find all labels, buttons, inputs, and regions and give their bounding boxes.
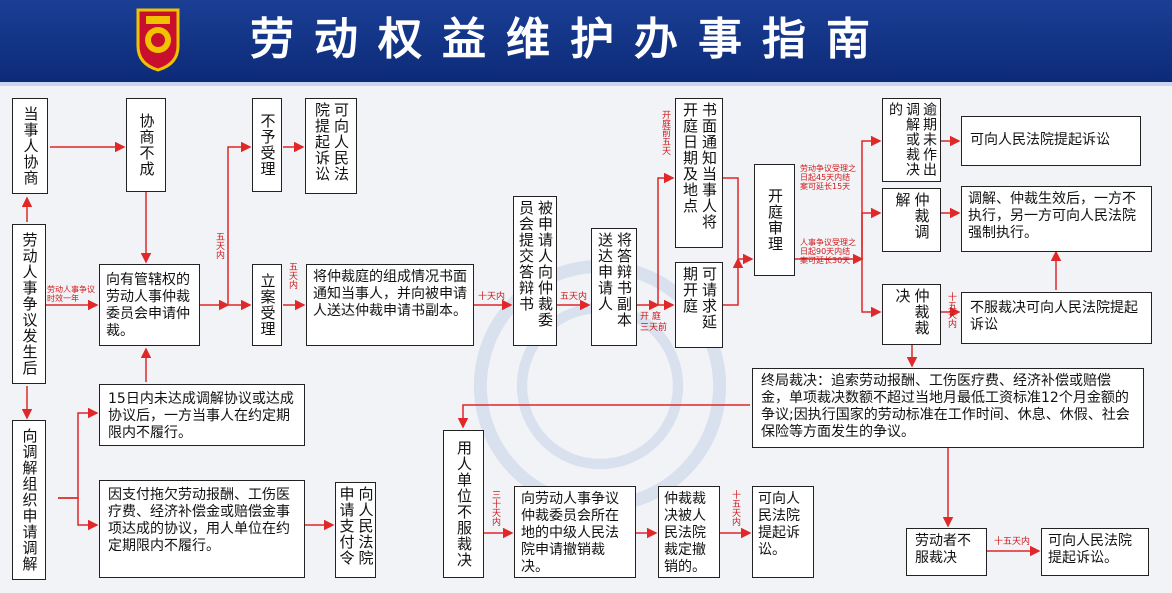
label-labor-45: 劳动争议受理之日起45天内结案可延长15天 — [800, 164, 856, 191]
label-five-days-c: 五天内 — [560, 292, 588, 302]
box-mediation-apply: 向调解组织申请调解 — [12, 420, 46, 580]
box-arbitration-award: 仲裁裁决 — [882, 284, 941, 345]
box-apply-arbitration: 向有管辖权的劳动人事仲裁委员会申请仲裁。 — [99, 264, 200, 346]
box-case-accepted: 立案受理 — [252, 264, 282, 346]
box-award-revoked: 仲裁裁决被人民法院裁定撤销的。 — [658, 486, 720, 578]
label-five-days-a: 五天内 — [214, 232, 224, 259]
box-not-accepted: 不予受理 — [252, 98, 282, 192]
label-three-days-before: 三天前 — [640, 323, 668, 333]
box-employer-disagree: 用人单位不服裁决 — [443, 430, 484, 578]
label-hearing: 开 庭 — [640, 312, 661, 322]
box-sue-court-4: 可向人民法院提起诉讼。 — [1041, 528, 1149, 576]
label-one-year: 劳动人事争议时效一年 — [47, 285, 95, 303]
union-emblem-icon — [136, 8, 180, 72]
box-notify-hearing: 书面通知当事人将开庭日期及地点 — [675, 98, 723, 248]
box-hearing: 开庭审理 — [754, 164, 795, 276]
label-fifteen-days-b: 十五天内 — [730, 490, 740, 526]
box-defense-statement: 被申请人向仲裁委员会提交答辩书 — [513, 196, 557, 346]
box-request-delay: 可请求延期开庭 — [675, 262, 723, 348]
box-enforcement: 调解、仲裁生效后，一方不执行，另一方可向人民法院强制执行。 — [961, 186, 1152, 252]
box-party-negotiation: 当事人协商 — [12, 98, 48, 194]
box-written-notice: 将仲裁庭的组成情况书面通知当事人，并向被申请人送达仲裁申请书副本。 — [306, 264, 474, 346]
box-worker-disagree: 劳动者不服裁决 — [906, 528, 987, 576]
box-arbitration-mediation: 仲裁调解 — [882, 188, 941, 252]
label-five-days-b: 五天内 — [287, 262, 297, 289]
box-sue-court-3: 可向人民法院提起诉讼。 — [752, 486, 814, 578]
label-thirty-days: 三十天内 — [490, 490, 500, 526]
box-payment-order: 向人民法院申请支付令 — [335, 482, 376, 578]
label-fifteen-days-c: 十五天内 — [994, 537, 1031, 547]
box-final-award: 终局裁决：追索劳动报酬、工伤医疗费、经济补偿或赔偿金，单项裁决数额不超过当地月最… — [752, 368, 1144, 448]
box-revoke-award: 向劳动人事争议仲裁委员会所在地的中级人民法院申请撤销裁决。 — [514, 486, 636, 578]
label-five-days-before: 开庭前五天 — [660, 110, 670, 155]
label-personnel-90: 人事争议受理之日起90天内结案可延长30天 — [800, 238, 856, 265]
box-overdue: 逾期未作出调解或裁决的 — [882, 98, 941, 182]
box-unpaid-agreement: 因支付拖欠劳动报酬、工伤医疗费、经济补偿金或赔偿金事项达成的协议，用人单位在约定… — [99, 480, 305, 578]
box-serve-copy: 将答辩书副本送达申请人 — [591, 228, 637, 346]
box-sue-court-1: 可向人民法院提起诉讼 — [305, 98, 357, 194]
box-no-agreement: 15日内未达成调解协议或达成协议后，一方当事人在约定期限内不履行。 — [99, 384, 305, 446]
box-sue-court-2: 可向人民法院提起诉讼 — [961, 116, 1141, 166]
label-fifteen-days-a: 十五天内 — [946, 292, 956, 328]
box-dispute-occurs: 劳动人事争议发生后 — [12, 224, 46, 384]
header-banner: 劳动权益维护办事指南 — [0, 0, 1172, 86]
page-title: 劳动权益维护办事指南 — [250, 14, 890, 65]
box-disagree-award: 不服裁决可向人民法院提起诉讼 — [961, 292, 1152, 344]
box-negotiation-failed: 协商不成 — [126, 98, 166, 192]
label-ten-days: 十天内 — [478, 292, 506, 302]
